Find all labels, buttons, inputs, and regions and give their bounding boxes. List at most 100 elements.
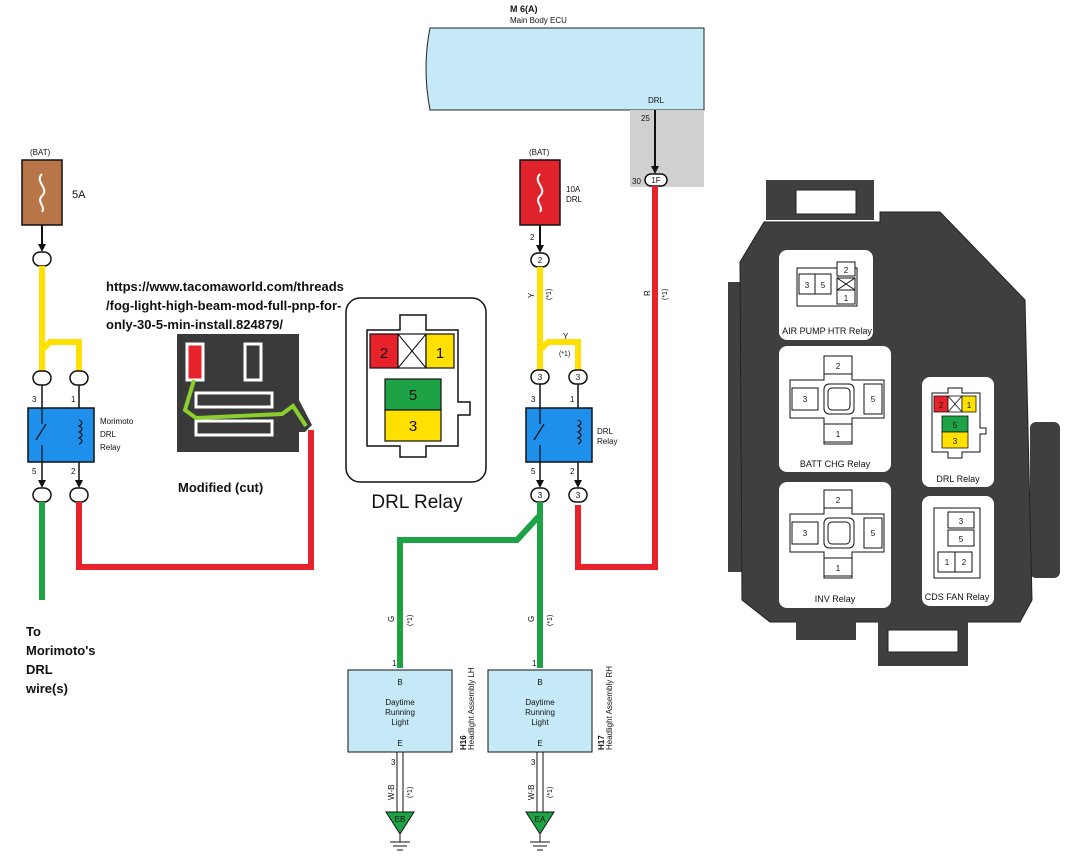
drl-pin-3: 3 <box>409 418 417 435</box>
red-wire-left <box>76 430 314 570</box>
green-label-rh: G <box>527 616 536 622</box>
ecu-pin-label: DRL <box>648 96 665 105</box>
red-wire-label: R <box>643 290 652 296</box>
inv-pin-3: 3 <box>803 529 808 538</box>
yellow-wire-label: Y <box>527 292 536 298</box>
ecu-connector: M 6(A) <box>510 4 538 14</box>
modified-socket <box>177 334 312 452</box>
green-wires-headlights <box>397 502 543 668</box>
drl-pin-5: 5 <box>409 387 417 404</box>
air-pin-5: 5 <box>821 281 826 290</box>
left-relay-pin-1: 1 <box>71 395 76 404</box>
yellow-wire-right <box>537 267 581 370</box>
rh-name: Headlight Assembly RH <box>605 666 614 750</box>
right-relay-conn-out-a: 3 <box>538 491 543 500</box>
cds-fan-label: CDS FAN Relay <box>925 592 990 602</box>
url-line-1: https://www.tacomaworld.com/threads <box>106 279 344 294</box>
lh-bottom: E <box>397 739 402 748</box>
right-relay-name-2: Relay <box>597 437 617 446</box>
left-relay-name-1: Morimoto <box>100 417 134 426</box>
green-star-lh: (*1) <box>407 615 414 626</box>
lh-code: H16 <box>459 735 468 750</box>
inv-pin-1: 1 <box>836 564 841 573</box>
lh-line-3: Light <box>391 718 409 727</box>
small-drl-pin-3: 3 <box>953 437 958 446</box>
yellow-wire-label-2: Y <box>563 332 569 341</box>
lh-wb: W-B <box>387 785 396 800</box>
right-fuse-name: DRL <box>566 195 583 204</box>
rh-top: B <box>537 678 542 687</box>
drl-pin-2: 2 <box>380 345 388 362</box>
green-label-lh: G <box>387 616 396 622</box>
inv-label: INV Relay <box>815 594 856 604</box>
red-wire-star: (*1) <box>662 289 669 300</box>
cds-pin-2: 2 <box>962 558 967 567</box>
batt-pin-3: 3 <box>803 395 808 404</box>
left-relay-name-3: Relay <box>100 443 120 452</box>
rh-ground: EA <box>535 815 546 824</box>
left-fuse-source: (BAT) <box>30 148 51 157</box>
rh-code: H17 <box>597 735 606 750</box>
lh-line-2: Running <box>385 708 415 717</box>
url-line-2: /fog-light-high-beam-mod-full-pnp-for- <box>106 298 342 313</box>
relay-box: 3 5 2 1 AIR PUMP HTR Relay 2 3 5 1 BATT … <box>728 180 1060 666</box>
forum-url: https://www.tacomaworld.com/threads /fog… <box>106 277 344 334</box>
left-relay: Morimoto DRL Relay <box>27 407 134 463</box>
rh-bottom: E <box>537 739 542 748</box>
right-fuse-pin: 2 <box>530 233 535 242</box>
rh-line-3: Light <box>531 718 549 727</box>
headlight-lh: 1 B Daytime Running Light E H16 Headligh… <box>347 659 476 851</box>
left-fuse: (BAT) 5A <box>21 148 86 226</box>
left-fuse-rating: 5A <box>72 189 86 201</box>
cds-pin-3: 3 <box>959 517 964 526</box>
left-relay-pin-2: 2 <box>71 467 76 476</box>
right-relay-conn-3a: 3 <box>538 373 543 382</box>
small-drl-pin-5: 5 <box>953 421 958 430</box>
to-morimoto-line-2: Morimoto's <box>26 643 96 658</box>
yellow-wire-star-2: (*1) <box>559 351 570 358</box>
right-fuse-rating: 10A <box>566 185 581 194</box>
to-morimoto-line-4: wire(s) <box>26 681 68 696</box>
yellow-wire-star: (*1) <box>546 289 553 300</box>
headlight-rh: 1 B Daytime Running Light E H17 Headligh… <box>487 659 614 851</box>
to-morimoto-note: To Morimoto's DRL wire(s) <box>26 622 96 698</box>
air-pin-3: 3 <box>805 281 810 290</box>
left-relay-pin-5: 5 <box>32 467 37 476</box>
red-wire-right <box>575 186 658 570</box>
lh-wb-star: (*1) <box>407 787 414 798</box>
rh-line-1: Daytime <box>525 698 555 707</box>
yellow-wire-left <box>39 266 82 372</box>
to-morimoto-line-3: DRL <box>26 662 53 677</box>
left-relay-name-2: DRL <box>100 430 117 439</box>
right-relay-pin-5: 5 <box>531 467 536 476</box>
lh-name: Headlight Assembly LH <box>467 667 476 750</box>
air-pin-2: 2 <box>844 266 849 275</box>
lh-top: B <box>397 678 402 687</box>
rh-pin-top: 1 <box>532 659 537 668</box>
drl-relay-caption: DRL Relay <box>371 492 463 513</box>
right-fuse-source: (BAT) <box>529 148 550 157</box>
small-drl-pin-2: 2 <box>939 401 944 410</box>
cds-pin-1: 1 <box>945 558 950 567</box>
right-fuse: (BAT) 10A DRL <box>519 148 583 226</box>
right-relay-conn-out-b: 3 <box>576 491 581 500</box>
right-relay-name-1: DRL <box>597 427 614 436</box>
drl-relay-pinout: 2 1 5 3 <box>345 297 487 483</box>
ecu-name: Main Body ECU <box>510 16 567 25</box>
small-drl-pin-1: 1 <box>967 401 972 410</box>
air-pin-1: 1 <box>844 294 849 303</box>
right-relay: DRL Relay <box>525 407 617 463</box>
small-drl-label: DRL Relay <box>936 474 980 484</box>
batt-pin-2: 2 <box>836 362 841 371</box>
right-relay-pin-2: 2 <box>570 467 575 476</box>
left-relay-pin-3: 3 <box>32 395 37 404</box>
ecu-pin: 25 <box>641 114 650 123</box>
right-fuse-connector: 2 <box>538 256 543 265</box>
cds-pin-5: 5 <box>959 535 964 544</box>
url-line-3: only-30-5-min-install.824879/ <box>106 317 284 332</box>
inv-pin-2: 2 <box>836 496 841 505</box>
main-body-ecu: M 6(A) Main Body ECU DRL 25 1F 30 <box>425 4 705 187</box>
rh-pin-bottom: 3 <box>531 758 536 767</box>
